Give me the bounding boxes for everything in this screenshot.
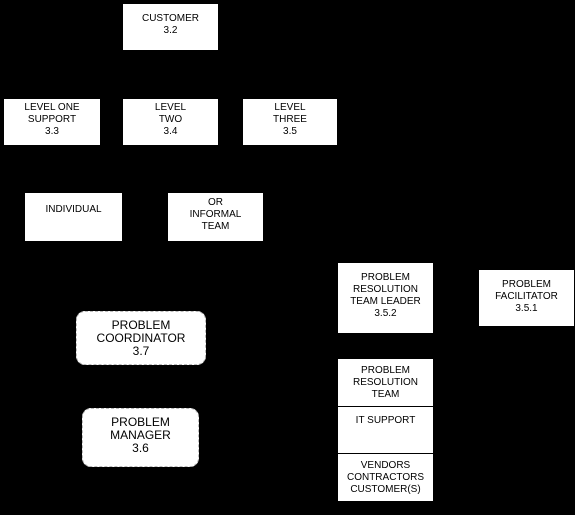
resolution-team-line-2: RESOLUTION (352, 376, 418, 388)
facilitator-number: 3.5.1 (515, 303, 538, 314)
level-one-number: 3.3 (45, 126, 59, 137)
customer-number: 3.2 (163, 25, 178, 36)
it-support-label: IT SUPPORT (355, 415, 416, 426)
level-one-label: LEVEL ONE (24, 102, 80, 113)
manager-line-1: PROBLEM (111, 415, 170, 429)
vendors-line-1: VENDORS (360, 459, 411, 471)
level-two-sublabel: TWO (158, 114, 183, 125)
level-two-box: LEVEL TWO 3.4 (123, 99, 218, 145)
manager-line-2: MANAGER (110, 428, 171, 442)
resolution-team-divider-1 (338, 406, 433, 407)
level-one-support-box: LEVEL ONE SUPPORT 3.3 (4, 99, 100, 145)
customer-label: CUSTOMER (141, 13, 200, 24)
individual-label: INDIVIDUAL (45, 204, 102, 215)
resolution-team-line-1: PROBLEM (361, 364, 410, 376)
informal-team-sublabel: TEAM (201, 221, 230, 232)
informal-team-label: INFORMAL (189, 209, 242, 220)
informal-team-or: OR (208, 197, 223, 208)
resolution-team-line-3: TEAM (371, 388, 400, 400)
level-one-sublabel: SUPPORT (27, 114, 77, 125)
manager-number: 3.6 (132, 441, 149, 455)
coordinator-number: 3.7 (132, 344, 150, 358)
level-three-number: 3.5 (283, 126, 297, 137)
it-support-section: IT SUPPORT (338, 407, 433, 453)
level-three-label: LEVEL (274, 102, 306, 113)
customer-box: CUSTOMER 3.2 (123, 4, 218, 50)
team-leader-number: 3.5.2 (374, 308, 397, 319)
facilitator-box: PROBLEM FACILITATOR 3.5.1 (479, 270, 574, 326)
vendors-section: VENDORS CONTRACTORS CUSTOMER(S) (338, 454, 433, 501)
manager-box: PROBLEM MANAGER 3.6 (82, 408, 199, 467)
vendors-line-3: CUSTOMER(S) (350, 483, 421, 495)
level-three-box: LEVEL THREE 3.5 (243, 99, 337, 145)
team-leader-box: PROBLEM RESOLUTION TEAM LEADER 3.5.2 (338, 263, 433, 333)
vendors-line-2: CONTRACTORS (346, 471, 425, 483)
informal-team-box: OR INFORMAL TEAM (168, 193, 263, 241)
coordinator-line-1: PROBLEM (111, 318, 171, 332)
resolution-team-stack: PROBLEM RESOLUTION TEAM IT SUPPORT VENDO… (338, 359, 433, 501)
facilitator-line-2: FACILITATOR (495, 291, 558, 302)
resolution-team-divider-2 (338, 453, 433, 454)
individual-box: INDIVIDUAL (25, 193, 122, 241)
team-leader-line-3: TEAM LEADER (350, 296, 421, 307)
facilitator-line-1: PROBLEM (502, 279, 551, 290)
team-leader-line-1: PROBLEM (361, 272, 410, 283)
level-two-number: 3.4 (163, 126, 178, 137)
level-three-sublabel: THREE (273, 114, 307, 125)
coordinator-box: PROBLEM COORDINATOR 3.7 (76, 311, 206, 365)
level-two-label: LEVEL (154, 102, 187, 113)
coordinator-line-2: COORDINATOR (96, 331, 186, 345)
resolution-team-header: PROBLEM RESOLUTION TEAM (338, 359, 433, 406)
team-leader-line-2: RESOLUTION (352, 284, 418, 295)
